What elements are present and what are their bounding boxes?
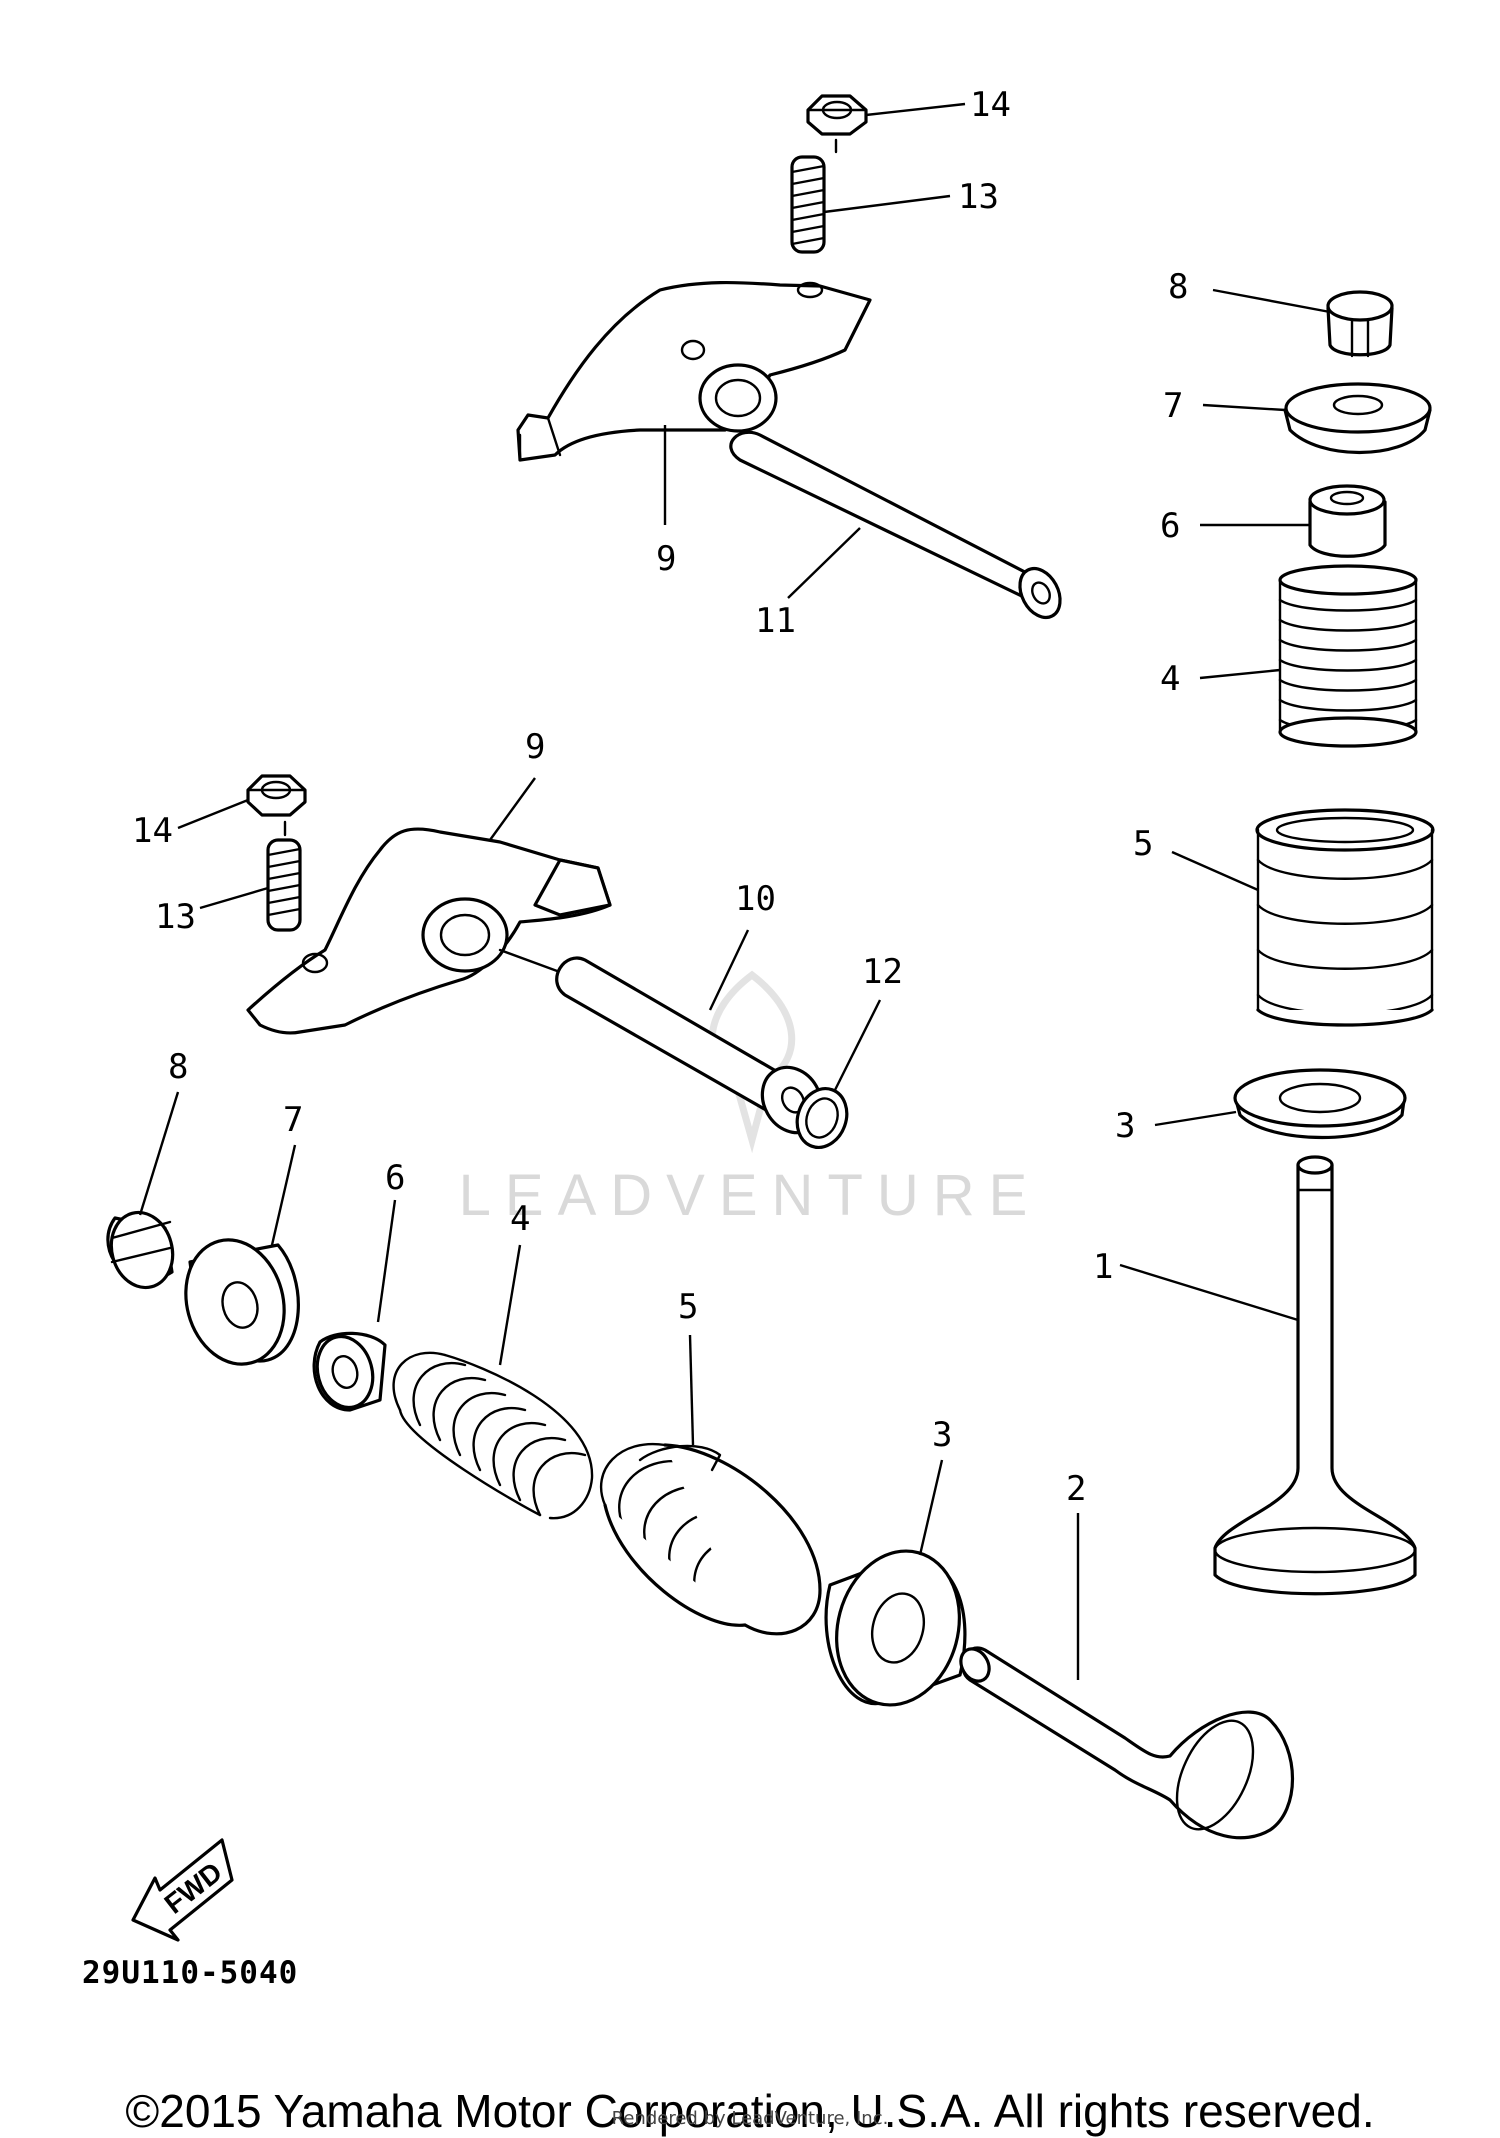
callout-13-lower: 13 xyxy=(155,897,196,937)
collet-left xyxy=(106,1210,175,1290)
callout-10: 10 xyxy=(735,879,776,919)
callout-4-right: 4 xyxy=(1160,659,1180,699)
outer-spring-left xyxy=(599,1442,822,1636)
rocker-arm-upper xyxy=(516,280,872,462)
copyright-notice: ©2015 Yamaha Motor Corporation, U.S.A. A… xyxy=(125,2085,1375,2137)
valve-stem-seal-left xyxy=(312,1331,387,1412)
callout-3-left: 3 xyxy=(932,1415,952,1455)
callout-8-left: 8 xyxy=(168,1047,188,1087)
rendered-by-notice: Rendered by LeadVenture, Inc. xyxy=(611,2108,889,2129)
callout-8-right: 8 xyxy=(1168,267,1188,307)
fwd-arrow-icon: FWD xyxy=(131,1838,234,1942)
callout-2: 2 xyxy=(1066,1469,1086,1509)
callout-5-right: 5 xyxy=(1133,824,1153,864)
inner-spring-right xyxy=(1278,564,1418,748)
watermark: LEADVENTURE xyxy=(459,970,1042,1228)
outer-spring-right xyxy=(1255,808,1435,1027)
spring-retainer-left xyxy=(184,1238,300,1366)
callout-7-left: 7 xyxy=(283,1100,303,1140)
callout-7-right: 7 xyxy=(1163,386,1183,426)
callout-12: 12 xyxy=(862,952,903,992)
callout-4-left: 4 xyxy=(510,1199,530,1239)
exhaust-valve xyxy=(959,1646,1295,1840)
nut-lower xyxy=(246,774,307,817)
diagram-code: 29U110-5040 xyxy=(82,1955,299,1991)
adjuster-screw-lower xyxy=(266,838,302,932)
callout-3-right: 3 xyxy=(1115,1106,1135,1146)
valve-stem-seal-right xyxy=(1308,484,1387,558)
intake-valve xyxy=(1213,1155,1417,1596)
adjuster-screw-upper xyxy=(790,155,826,254)
rocker-arm-lower xyxy=(246,827,612,1035)
callout-6-right: 6 xyxy=(1160,506,1180,546)
callout-9-lower: 9 xyxy=(525,727,545,767)
watermark-text: LEADVENTURE xyxy=(459,1163,1042,1228)
collet-right xyxy=(1326,290,1394,358)
callout-5-left: 5 xyxy=(678,1287,698,1327)
callout-14-upper: 14 xyxy=(970,85,1011,125)
callout-1: 1 xyxy=(1093,1247,1113,1287)
callout-11: 11 xyxy=(755,601,796,641)
callout-6-left: 6 xyxy=(385,1158,405,1198)
spring-retainer-right xyxy=(1283,382,1432,454)
callout-14-lower: 14 xyxy=(132,811,173,851)
spring-seat-left xyxy=(824,1549,967,1707)
o-ring xyxy=(795,1087,849,1149)
nut-upper xyxy=(806,94,868,136)
inner-spring-left xyxy=(392,1351,594,1520)
rocker-shaft-upper xyxy=(729,430,1062,620)
callout-13-upper: 13 xyxy=(958,177,999,217)
callout-9-upper: 9 xyxy=(656,539,676,579)
spring-seat-right xyxy=(1233,1068,1407,1140)
